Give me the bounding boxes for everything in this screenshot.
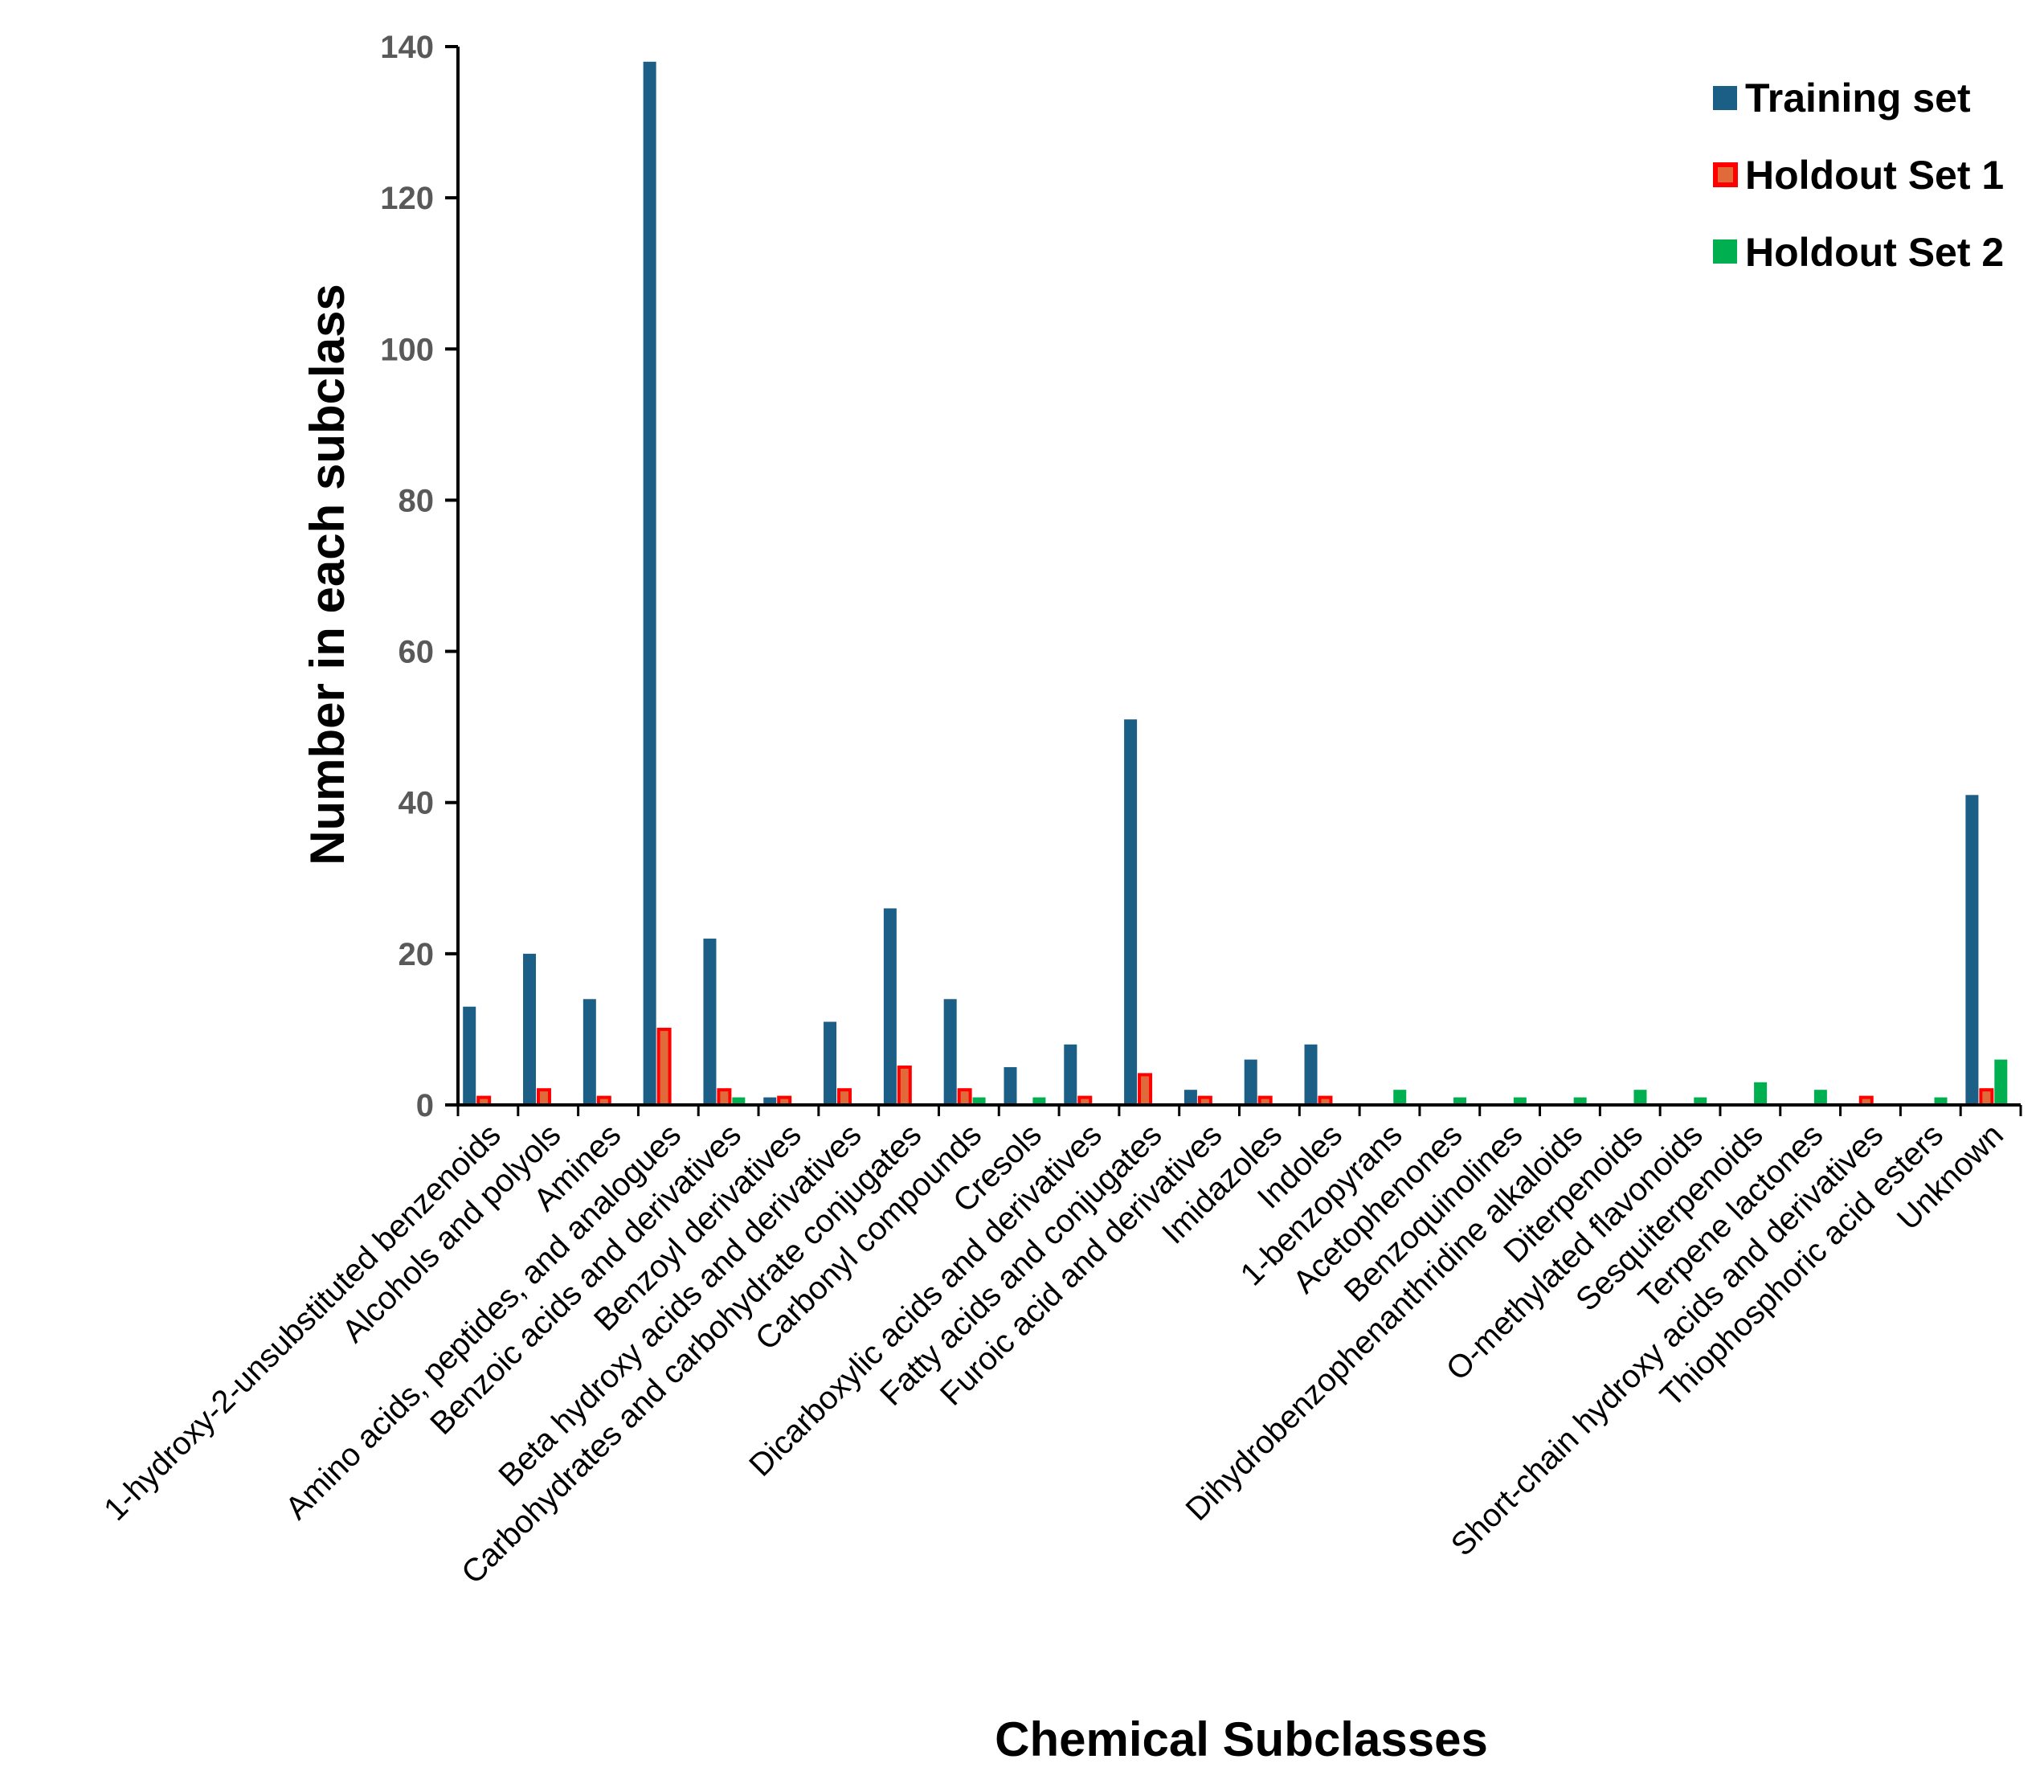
bar-holdout-2 (1573, 1097, 1587, 1105)
bar-training (883, 908, 897, 1105)
bar-holdout-1 (717, 1088, 732, 1107)
bar-holdout-2 (1453, 1097, 1467, 1105)
legend-label-training: Training set (1745, 76, 1971, 121)
bar-holdout-2 (1754, 1082, 1768, 1105)
y-axis-title: Number in each subclass (300, 284, 354, 865)
bar-training (824, 1021, 837, 1105)
bar-training (943, 999, 957, 1105)
bar-holdout-2 (1032, 1097, 1046, 1105)
bar-training (1183, 1090, 1197, 1105)
bar-holdout-2 (1934, 1097, 1948, 1105)
bar-training (1064, 1044, 1077, 1105)
y-tick-label: 100 (380, 332, 434, 367)
x-tick-label: 1-hydroxy-2-unsubstituted benzenoids (97, 1117, 508, 1528)
bar-holdout-2 (1694, 1097, 1707, 1105)
bar-holdout-2 (1633, 1090, 1647, 1105)
y-tick-label: 20 (399, 937, 435, 972)
bar-holdout-2 (732, 1097, 746, 1105)
bar-training (1965, 795, 1979, 1105)
bar-holdout-1 (1979, 1088, 1994, 1107)
bar-training (583, 999, 596, 1105)
bar-holdout-2 (1393, 1090, 1407, 1105)
legend-swatch-holdout-1 (1713, 162, 1738, 187)
bar-holdout-1 (957, 1088, 972, 1107)
bar-training (703, 939, 717, 1105)
y-tick-label: 140 (380, 30, 434, 65)
legend-label-holdout-2: Holdout Set 2 (1745, 230, 2004, 275)
bar-holdout-2 (972, 1097, 986, 1105)
bar-training (763, 1097, 777, 1105)
x-axis-title: Chemical Subclasses (995, 1712, 1488, 1766)
y-tick-label: 60 (399, 635, 435, 670)
legend-label-holdout-1: Holdout Set 1 (1745, 153, 2004, 198)
y-tick-label: 80 (399, 483, 435, 518)
bar-holdout-1 (656, 1027, 672, 1107)
y-tick-label: 120 (380, 181, 434, 216)
bar-holdout-1 (1138, 1073, 1153, 1107)
bar-holdout-1 (837, 1088, 852, 1107)
x-axis: 1-hydroxy-2-unsubstituted benzenoidsAlco… (97, 1103, 2022, 1591)
bar-training (1004, 1066, 1017, 1105)
bar-training (523, 953, 537, 1105)
bar-holdout-2 (1813, 1090, 1827, 1105)
bar-holdout-2 (1513, 1097, 1527, 1105)
bar-holdout-1 (536, 1088, 551, 1107)
bar-training (1304, 1044, 1318, 1105)
y-axis: 0 20 40 60 80 100 120 140 (380, 30, 460, 1123)
y-tick-label: 40 (399, 786, 435, 821)
bar-holdout-1 (897, 1065, 912, 1107)
bar-training (643, 61, 656, 1105)
bar-training (463, 1006, 476, 1105)
bars (463, 61, 2008, 1107)
bar-holdout-2 (1994, 1059, 2008, 1105)
bar-training (1244, 1059, 1257, 1105)
legend-swatch-training (1713, 86, 1737, 110)
y-tick-label: 0 (416, 1088, 434, 1123)
legend: Training set Holdout Set 1 Holdout Set 2 (1713, 76, 2004, 275)
legend-swatch-holdout-2 (1713, 239, 1737, 264)
bar-training (1124, 719, 1138, 1105)
